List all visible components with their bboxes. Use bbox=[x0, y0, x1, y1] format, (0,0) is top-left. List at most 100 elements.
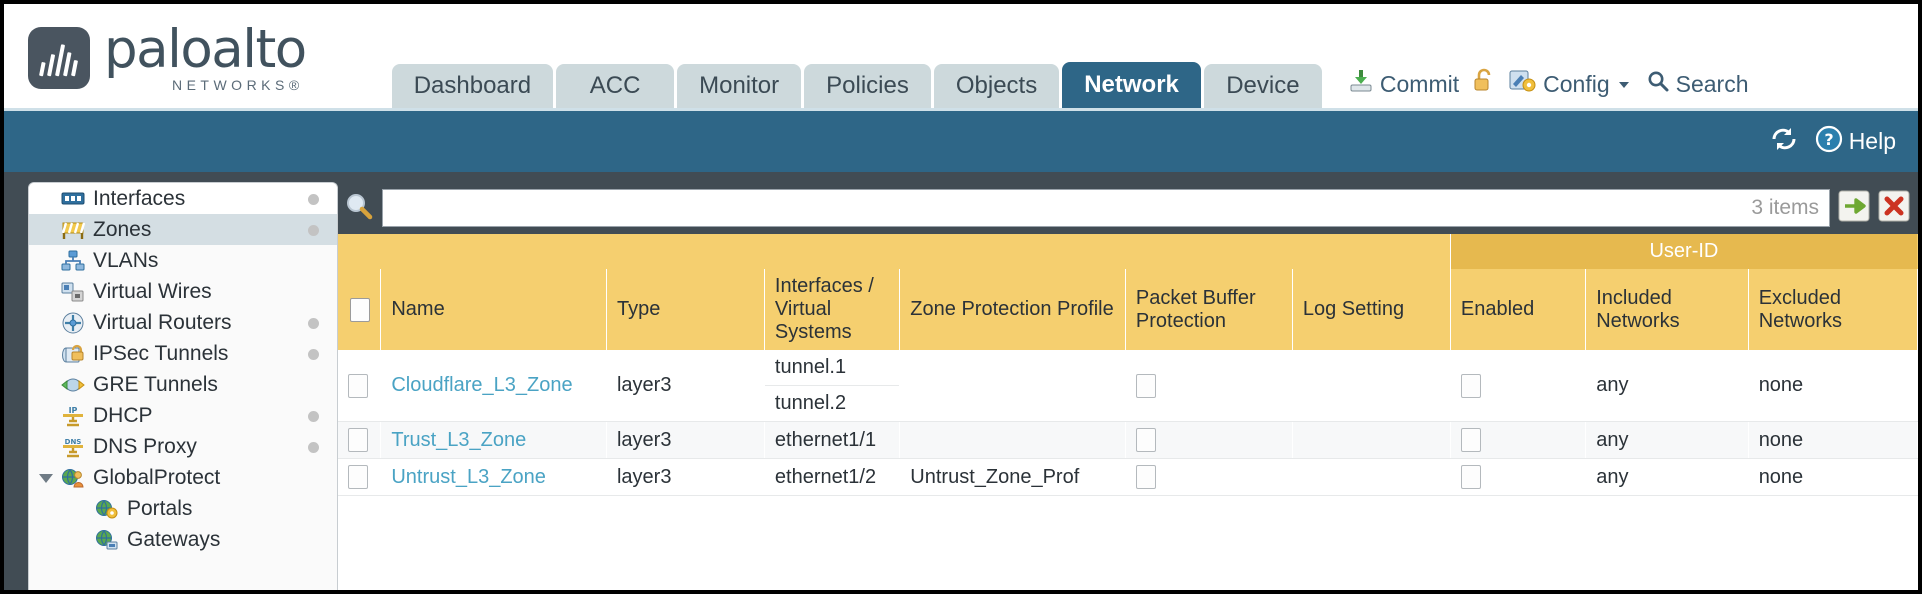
dns-proxy-icon: DNS bbox=[61, 436, 87, 458]
search-input[interactable] bbox=[393, 195, 1744, 221]
config-gear-icon bbox=[1509, 68, 1537, 100]
search-filter-magnifier-icon[interactable] bbox=[344, 191, 374, 226]
commit-button[interactable]: Commit bbox=[1348, 68, 1459, 100]
cell-name: Untrust_L3_Zone bbox=[380, 458, 607, 496]
commit-label: Commit bbox=[1379, 70, 1460, 97]
sidebar-status-dot-icon bbox=[308, 317, 319, 329]
userid-enabled-checkbox[interactable] bbox=[1460, 465, 1481, 489]
tab-monitor[interactable]: Monitor bbox=[677, 64, 802, 108]
brand-logo: paloalto NETWORKS® bbox=[28, 23, 307, 92]
cell-userid-enabled bbox=[1450, 421, 1587, 459]
tab-device[interactable]: Device bbox=[1203, 64, 1322, 108]
cell-included-networks: any bbox=[1585, 458, 1749, 496]
tab-network[interactable]: Network bbox=[1062, 62, 1201, 108]
zone-name-link[interactable]: Cloudflare_L3_Zone bbox=[391, 374, 573, 396]
unlock-padlock-button[interactable] bbox=[1473, 68, 1495, 100]
apply-filter-button[interactable] bbox=[1838, 190, 1870, 227]
column-header-type[interactable]: Type bbox=[606, 269, 765, 350]
sidebar-item-gre-tunnels[interactable]: GRE Tunnels bbox=[29, 369, 337, 400]
search-label: Search bbox=[1675, 70, 1749, 97]
config-menu[interactable]: Config bbox=[1509, 68, 1631, 100]
column-header-excluded-networks[interactable]: Excluded Networks bbox=[1748, 269, 1918, 350]
zones-icon bbox=[61, 219, 87, 241]
unlock-padlock-icon bbox=[1473, 68, 1495, 100]
group-header-row: User-ID bbox=[338, 234, 1918, 269]
tab-policies[interactable]: Policies bbox=[804, 64, 931, 108]
sidebar-item-vlans[interactable]: VLANs bbox=[29, 245, 337, 276]
packet-buffer-protection-checkbox[interactable] bbox=[1135, 428, 1156, 452]
sidebar-item-portals[interactable]: Portals bbox=[29, 493, 337, 524]
refresh-icon bbox=[1769, 126, 1799, 158]
sidebar-item-label: Virtual Routers bbox=[93, 310, 232, 334]
column-header-zone-protection-profile[interactable]: Zone Protection Profile bbox=[899, 269, 1126, 350]
sidebar-item-globalprotect[interactable]: GlobalProtect bbox=[29, 462, 337, 493]
packet-buffer-protection-checkbox[interactable] bbox=[1135, 465, 1156, 489]
refresh-button[interactable] bbox=[1769, 126, 1799, 158]
column-header-enabled[interactable]: Enabled bbox=[1450, 269, 1587, 350]
sidebar-item-interfaces[interactable]: Interfaces bbox=[29, 183, 337, 214]
tab-acc[interactable]: ACC bbox=[556, 64, 675, 108]
globalprotect-icon bbox=[61, 467, 87, 489]
column-header-interfaces-virtual-systems[interactable]: Interfaces / Virtual Systems bbox=[764, 269, 901, 350]
cell-type: layer3 bbox=[606, 458, 765, 496]
config-label: Config bbox=[1543, 70, 1610, 97]
column-header-log-setting[interactable]: Log Setting bbox=[1292, 269, 1451, 350]
select-all-checkbox[interactable] bbox=[350, 297, 370, 322]
help-button[interactable]: ? Help bbox=[1815, 125, 1896, 159]
sidebar-item-label: Portals bbox=[127, 496, 193, 520]
sidebar-item-ipsec-tunnels[interactable]: IPSec Tunnels bbox=[29, 338, 337, 369]
sidebar-item-zones[interactable]: Zones bbox=[29, 214, 337, 245]
sidebar-item-gateways[interactable]: Gateways bbox=[29, 524, 337, 555]
column-header-name[interactable]: Name bbox=[380, 269, 607, 350]
search-box[interactable]: 3 items bbox=[382, 189, 1830, 227]
tab-dashboard[interactable]: Dashboard bbox=[391, 64, 554, 108]
sidebar-item-label: Virtual Wires bbox=[93, 279, 212, 303]
sidebar-item-label: Gateways bbox=[127, 527, 221, 551]
zone-name-link[interactable]: Trust_L3_Zone bbox=[391, 428, 527, 451]
sidebar-status-dot-icon bbox=[308, 193, 319, 205]
cell-userid-enabled bbox=[1450, 350, 1587, 422]
zone-name-link[interactable]: Untrust_L3_Zone bbox=[391, 465, 546, 488]
column-header-packet-buffer-protection[interactable]: Packet Buffer Protection bbox=[1125, 269, 1293, 350]
cell-excluded-networks: none bbox=[1748, 421, 1918, 459]
cell-interfaces: ethernet1/1 bbox=[764, 421, 901, 459]
tab-objects[interactable]: Objects bbox=[933, 64, 1060, 108]
packet-buffer-protection-checkbox[interactable] bbox=[1135, 373, 1156, 398]
row-select-cell bbox=[338, 350, 382, 422]
group-header-spacer bbox=[338, 234, 1451, 269]
cell-type: layer3 bbox=[606, 421, 765, 459]
cell-log-setting bbox=[1292, 458, 1451, 496]
sidebar-item-label: DHCP bbox=[93, 403, 153, 427]
search-row: 3 items bbox=[338, 182, 1918, 234]
sidebar-item-label: IPSec Tunnels bbox=[93, 341, 229, 365]
row-checkbox[interactable] bbox=[348, 465, 368, 489]
clear-filter-button[interactable] bbox=[1878, 190, 1910, 227]
userid-enabled-checkbox[interactable] bbox=[1460, 428, 1481, 452]
select-all-header-cell bbox=[338, 269, 382, 350]
paloalto-logo-icon bbox=[28, 26, 90, 89]
userid-enabled-checkbox[interactable] bbox=[1460, 373, 1481, 398]
row-checkbox[interactable] bbox=[348, 373, 368, 398]
sidebar-item-virtual-routers[interactable]: Virtual Routers bbox=[29, 307, 337, 338]
search-button[interactable]: Search bbox=[1646, 69, 1749, 99]
sidebar-item-virtual-wires[interactable]: Virtual Wires bbox=[29, 276, 337, 307]
column-header-included-networks[interactable]: Included Networks bbox=[1585, 269, 1749, 350]
row-checkbox[interactable] bbox=[348, 428, 368, 452]
expand-collapse-triangle-icon[interactable] bbox=[39, 473, 53, 483]
items-count-label: 3 items bbox=[1751, 196, 1819, 219]
help-label: Help bbox=[1848, 128, 1896, 154]
sidebar-status-dot-icon bbox=[308, 224, 319, 236]
commit-icon bbox=[1348, 68, 1374, 100]
svg-text:?: ? bbox=[1824, 130, 1833, 149]
